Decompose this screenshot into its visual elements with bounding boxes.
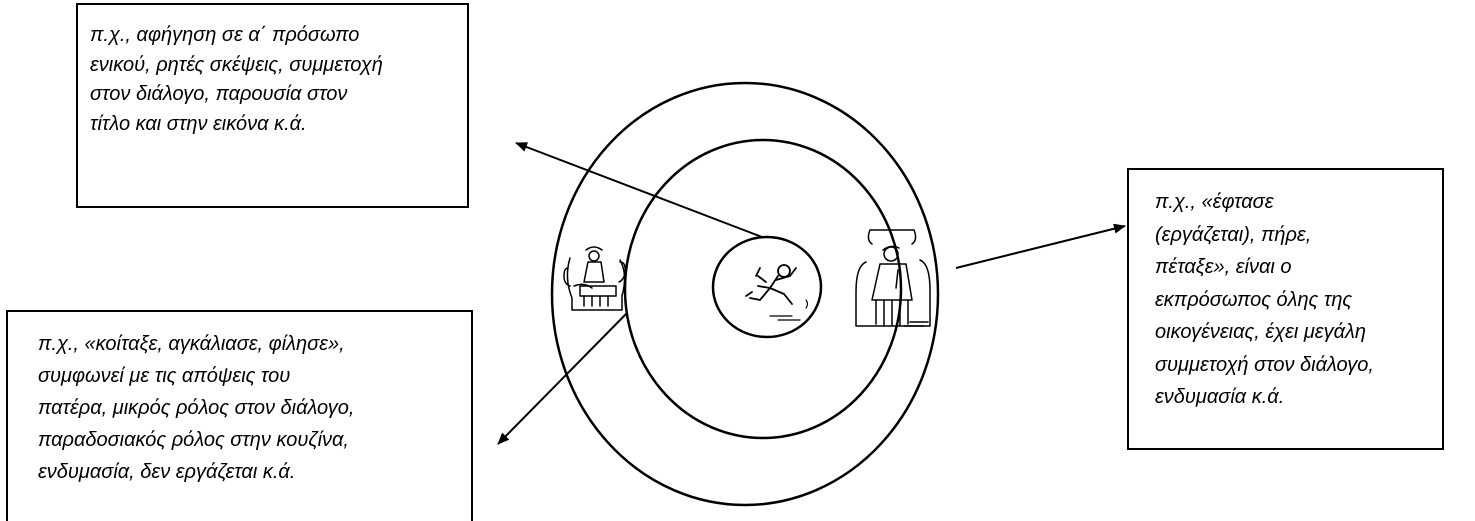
arrow-to-top-box — [515, 142, 763, 238]
inner-circle — [711, 235, 823, 339]
annotation-text-right: π.χ., «έφτασε (εργάζεται), πήρε, πέταξε»… — [1155, 191, 1374, 408]
woman-in-armchair-sketch-icon — [563, 246, 626, 311]
middle-circle — [623, 138, 903, 440]
annotation-box-left: π.χ., «κοίταξε, αγκάλιασε, φίλησε», συμφ… — [6, 310, 473, 521]
arrow-to-right-box — [955, 223, 1126, 269]
arrow-to-left-box — [497, 312, 628, 445]
annotation-box-right: π.χ., «έφτασε (εργάζεται), πήρε, πέταξε»… — [1127, 168, 1444, 450]
annotation-text-left: π.χ., «κοίταξε, αγκάλιασε, φίλησε», συμφ… — [38, 333, 355, 483]
annotation-text-top: π.χ., αφήγηση σε α΄ πρόσωπο ενικού, ρητέ… — [90, 24, 383, 135]
man-in-armchair-sketch-icon — [855, 229, 931, 327]
outer-circle — [550, 81, 940, 507]
running-child-sketch-icon — [745, 264, 809, 321]
annotation-box-top: π.χ., αφήγηση σε α΄ πρόσωπο ενικού, ρητέ… — [76, 3, 469, 208]
